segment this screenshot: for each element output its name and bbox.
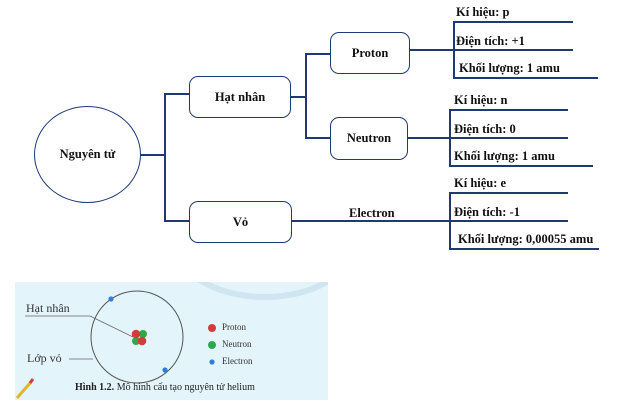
connector (305, 53, 307, 138)
caption-number: Hình 1.2. (75, 382, 115, 393)
proton-symbol: Kí hiệu: p (456, 5, 510, 19)
connector (449, 220, 568, 222)
proton-particle (131, 329, 141, 339)
label-nucleus: Hạt nhân (26, 301, 70, 315)
node-proton: Proton (330, 32, 410, 74)
connector (164, 220, 189, 222)
neutron-particle (139, 330, 147, 338)
node-proton-label: Proton (351, 45, 389, 60)
node-shell: Vỏ (189, 201, 292, 243)
proton-charge: Điện tích: +1 (456, 34, 525, 48)
electron-charge: Điện tích: -1 (454, 205, 520, 219)
connector (449, 109, 568, 111)
connector (291, 96, 305, 98)
connector (292, 220, 449, 222)
neutron-particle (132, 337, 140, 345)
neutron-mass: Khối lượng: 1 amu (454, 149, 555, 163)
connector (140, 154, 164, 156)
legend-neutron-dot (208, 341, 216, 349)
connector (449, 248, 599, 250)
node-nucleus-label: Hạt nhân (214, 89, 266, 104)
legend-proton-label: Proton (222, 322, 247, 332)
node-neutron: Neutron (330, 117, 408, 160)
connector (305, 53, 330, 55)
legend-electron-label: Electron (222, 356, 253, 366)
edge-electron-label: Electron (349, 206, 395, 220)
root-node-atom: Nguyên tử (34, 106, 141, 203)
pencil-icon (15, 378, 35, 399)
node-shell-label: Vỏ (232, 214, 249, 229)
nucleus-pointer-line (89, 315, 134, 338)
legend-neutron-label: Neutron (222, 339, 252, 349)
root-node-label: Nguyên tử (59, 147, 116, 161)
node-neutron-label: Neutron (346, 131, 392, 145)
atom-illustration (15, 282, 328, 399)
legend-electron-dot (209, 359, 215, 365)
caption-text: Mô hình cấu tạo nguyên tử helium (114, 382, 255, 393)
electron-mass: Khối lượng: 0,00055 amu (458, 232, 594, 246)
neutron-charge: Điện tích: 0 (454, 122, 516, 136)
electron-symbol: Kí hiệu: e (454, 176, 507, 190)
connector (449, 165, 593, 167)
connector (449, 192, 568, 194)
figure-caption: Hình 1.2. Mô hình cấu tạo nguyên tử heli… (75, 382, 255, 393)
connector (449, 137, 568, 139)
electron-particle (108, 296, 114, 302)
connector (164, 93, 189, 95)
proton-particle (137, 336, 147, 346)
neutron-symbol: Kí hiệu: n (454, 93, 508, 107)
connector (408, 137, 450, 139)
legend-proton-dot (208, 324, 216, 332)
helium-atom-figure: Hạt nhân Lớp vỏ Proton Neutron Electron … (15, 282, 328, 400)
connector (410, 49, 453, 51)
connector (453, 77, 598, 79)
electron-particle (162, 367, 168, 373)
connector (453, 21, 573, 23)
label-shell: Lớp vỏ (27, 351, 62, 365)
node-nucleus: Hạt nhân (189, 76, 291, 118)
proton-mass: Khối lượng: 1 amu (459, 61, 560, 75)
electron-orbit (90, 290, 184, 384)
connector (305, 137, 330, 139)
connector (164, 93, 166, 221)
background-arc (197, 282, 328, 300)
connector (453, 49, 573, 51)
